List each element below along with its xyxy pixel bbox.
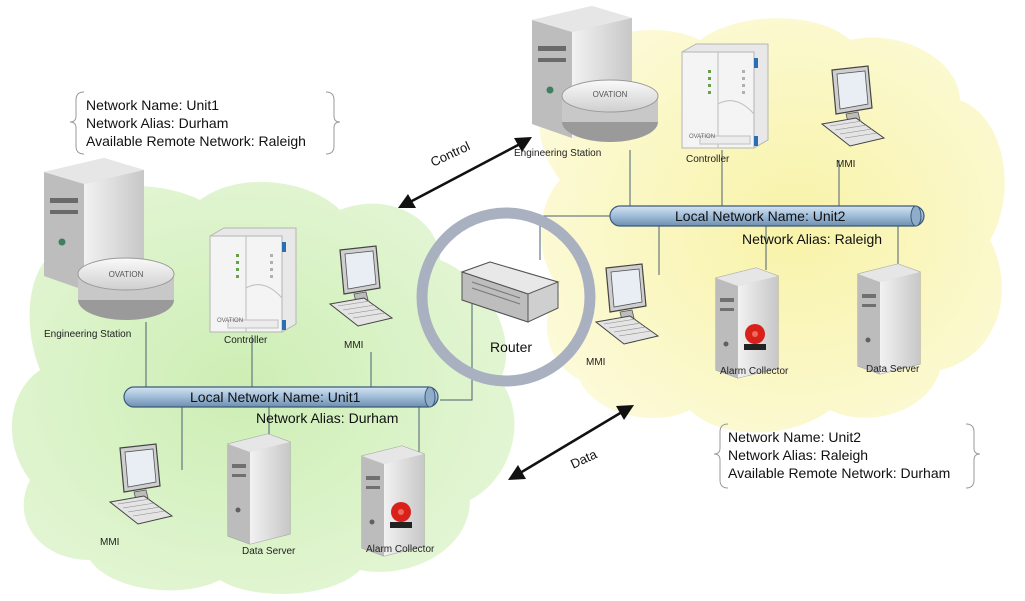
unit1-info-box-bracket [69, 91, 341, 155]
unit2-links [539, 150, 899, 275]
unit1-network-bus [123, 386, 439, 408]
unit2-info-line: Network Alias: Raleigh [728, 447, 869, 463]
unit2-info-line: Available Remote Network: Durham [728, 465, 951, 481]
unit2-controller: OVATION [681, 43, 769, 149]
router [416, 207, 596, 387]
unit2-alarm-collector-label: Alarm Collector [720, 366, 789, 377]
unit2-info-box-bracket [713, 423, 981, 489]
unit2-controller-badge: OVATION [689, 134, 715, 140]
unit1-mmi-top-label: MMI [344, 340, 364, 351]
unit1-data-server-label: Data Server [242, 546, 296, 557]
unit1-controller-badge: OVATION [217, 318, 243, 324]
router-label: Router [490, 339, 533, 355]
unit2-engineering-station-badge: OVATION [593, 90, 628, 99]
unit2-engineering-station: OVATION [532, 6, 659, 143]
unit1-alarm-collector-label: Alarm Collector [366, 544, 435, 555]
unit1-alias-label: Network Alias: Durham [256, 410, 399, 426]
unit1-info-line: Network Alias: Durham [86, 115, 229, 131]
unit2-mmi-bottom-label: MMI [586, 357, 606, 368]
unit2-network-bus [609, 205, 925, 227]
unit2-alarm-collector [715, 267, 779, 379]
unit2-engineering-station-label: Engineering Station [514, 148, 602, 159]
unit1-engineering-station-label: Engineering Station [44, 329, 132, 340]
unit2-bus-label: Local Network Name: Unit2 [675, 208, 846, 224]
unit2-info-box: Network Name: Unit2 Network Alias: Ralei… [728, 428, 950, 482]
unit1-alarm-collector [361, 445, 425, 557]
unit2-data-server-label: Data Server [866, 364, 920, 375]
unit2-info-line: Network Name: Unit2 [728, 429, 862, 445]
unit2-data-server [857, 263, 921, 375]
unit1-mmi-bottom-label: MMI [100, 537, 120, 548]
unit1-data-server [227, 433, 291, 545]
unit1-info-line: Available Remote Network: Raleigh [86, 133, 306, 149]
unit2-mmi-top-label: MMI [836, 159, 856, 170]
unit1-engineering-station-badge: OVATION [109, 270, 144, 279]
unit1-controller-label: Controller [224, 335, 268, 346]
unit1-bus-label: Local Network Name: Unit1 [190, 389, 361, 405]
unit1-engineering-station: OVATION [44, 158, 175, 321]
unit2-alias-label: Network Alias: Raleigh [742, 231, 883, 247]
unit2-controller-label: Controller [686, 154, 730, 165]
unit1-info-line: Network Name: Unit1 [86, 97, 220, 113]
data-arrow [508, 405, 634, 480]
control-arrow [398, 137, 532, 208]
unit1-info-box: Network Name: Unit1 Network Alias: Durha… [86, 96, 306, 150]
unit1-controller: OVATION [209, 227, 297, 333]
